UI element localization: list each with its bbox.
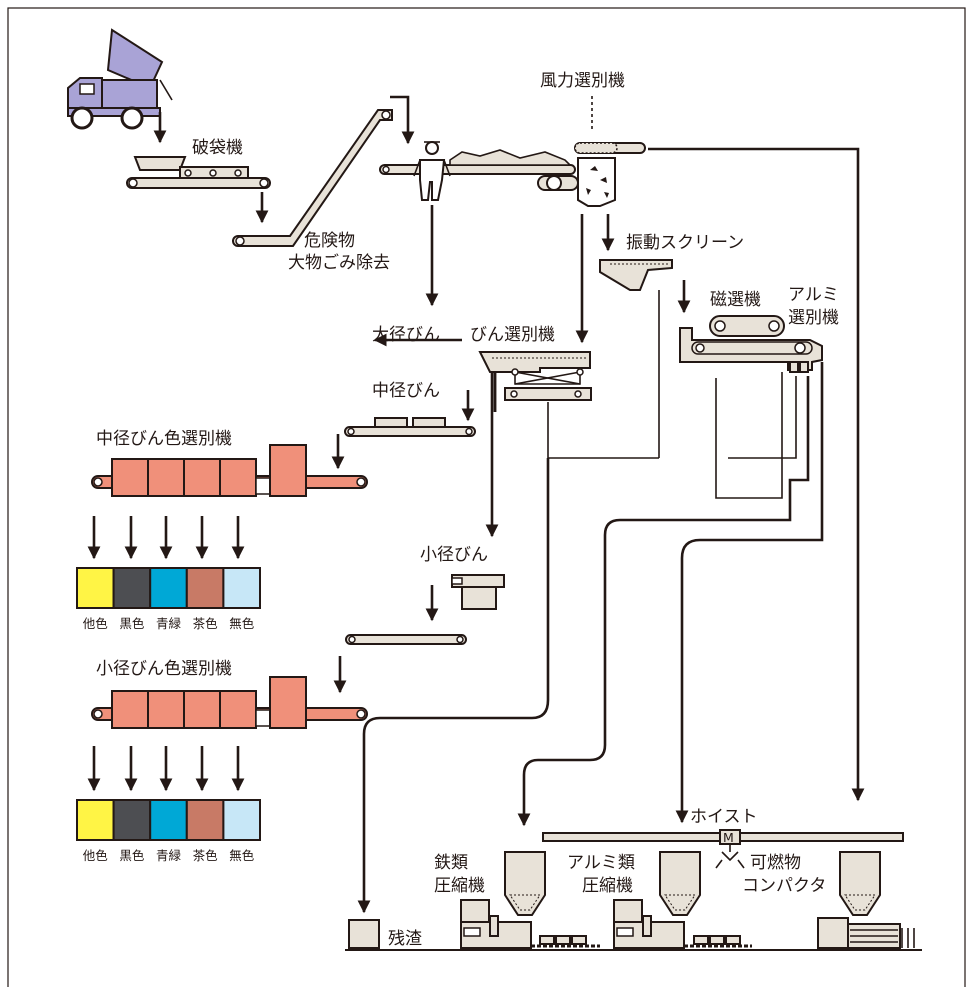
wind-sorter-label: 風力選別機: [540, 71, 625, 91]
arrow-to-residue: [357, 458, 550, 914]
medium-bin-2: [112, 567, 152, 609]
small-color-sorter-label: 小径びん色選別機: [96, 659, 232, 679]
arrow-conveyor-to-worker: [390, 95, 415, 145]
hoist-label: ホイスト: [690, 807, 758, 827]
magnetic-sorter-label: 磁選機: [710, 290, 761, 310]
hazard-label-1: 危険物: [304, 231, 355, 251]
medium-bin-label-1: 他色: [83, 616, 109, 631]
small-bottles-label: 小径びん: [420, 545, 488, 565]
medium-bin-4: [185, 567, 225, 609]
alu-press-machine: [613, 851, 752, 949]
medium-color-sorter-machine: [91, 444, 368, 497]
medium-bottles-label: 中径びん: [372, 381, 440, 401]
medium-bin-arrows: [87, 516, 245, 560]
iron-press-machine: [460, 851, 600, 949]
arrow-to-hoist: [675, 362, 824, 824]
bag-breaker-machine: [126, 156, 271, 189]
worker-icon: [413, 141, 451, 201]
alu-press-label-1: アルミ類: [567, 853, 635, 873]
residue-box: [348, 919, 380, 949]
alu-output-line-a: [728, 376, 797, 459]
arrow-wind-to-combustible: [648, 147, 865, 802]
combustible-label-1: 可燃物: [750, 853, 801, 873]
small-color-sorter-machine: [91, 676, 368, 729]
medium-conveyor: [344, 417, 476, 437]
medium-bin-label-3: 青緑: [156, 616, 182, 631]
hoist-rail: M: [542, 829, 904, 869]
vibrating-screen-label: 振動スクリーン: [626, 233, 744, 253]
outer-frame: [7, 7, 966, 987]
iron-press-label-2: 圧縮機: [434, 876, 485, 896]
medium-color-bins: 他色黒色青緑茶色無色: [76, 567, 261, 631]
garbage-truck-icon: [67, 28, 173, 130]
manual-sort-conveyor: [379, 149, 579, 191]
small-bin-1: [76, 799, 115, 841]
bag-breaker-label: 破袋機: [192, 138, 243, 158]
small-bin-3: [149, 799, 188, 841]
inclined-conveyor: [232, 109, 393, 247]
small-bottle-hopper: [451, 574, 505, 610]
medium-bin-3: [149, 567, 188, 609]
combustible-label-2: コンパクタ: [742, 876, 826, 896]
bottle-sorter-machine: [478, 351, 592, 401]
medium-color-sorter-label: 中径びん色選別機: [96, 429, 232, 449]
arrow-to-iron-press: [517, 376, 810, 827]
iron-press-label-1: 鉄類: [434, 853, 468, 873]
hoist-motor-label: M: [723, 830, 734, 845]
medium-bin-5: [222, 567, 261, 609]
magnet-output-line: [715, 372, 783, 499]
small-bin-label-2: 黒色: [119, 848, 145, 863]
small-bin-arrows: [87, 746, 245, 792]
medium-bin-label-2: 黒色: [119, 616, 145, 631]
residue-label: 残渣: [388, 929, 422, 949]
combustible-compactor-machine: [817, 851, 915, 949]
small-bin-label-5: 無色: [229, 848, 255, 863]
medium-bin-1: [76, 567, 115, 609]
small-bin-4: [185, 799, 225, 841]
hazard-label-2: 大物ごみ除去: [288, 253, 390, 273]
alu-press-label-2: 圧縮機: [582, 876, 633, 896]
aluminum-sorter-label-2: 選別機: [788, 308, 839, 328]
small-conveyor: [345, 634, 467, 645]
small-bin-2: [112, 799, 152, 841]
wind-sorter-machine: [574, 142, 646, 207]
magnetic-aluminum-sorter-machine: [679, 315, 823, 373]
small-bin-5: [222, 799, 261, 841]
bottle-sorter-label: びん選別機: [470, 325, 555, 345]
aluminum-sorter-label-1: アルミ: [788, 285, 839, 305]
small-bin-label-3: 青緑: [156, 848, 182, 863]
medium-bin-label-4: 茶色: [193, 616, 219, 631]
small-bin-label-4: 茶色: [193, 848, 219, 863]
small-bin-label-1: 他色: [83, 848, 109, 863]
vibrating-screen-machine: [599, 259, 673, 291]
bottle-residue-junction: [547, 402, 659, 459]
small-color-bins: 他色黒色青緑茶色無色: [76, 799, 261, 863]
large-bottles-label: 大径びん: [372, 325, 440, 345]
medium-bin-label-5: 無色: [229, 616, 255, 631]
